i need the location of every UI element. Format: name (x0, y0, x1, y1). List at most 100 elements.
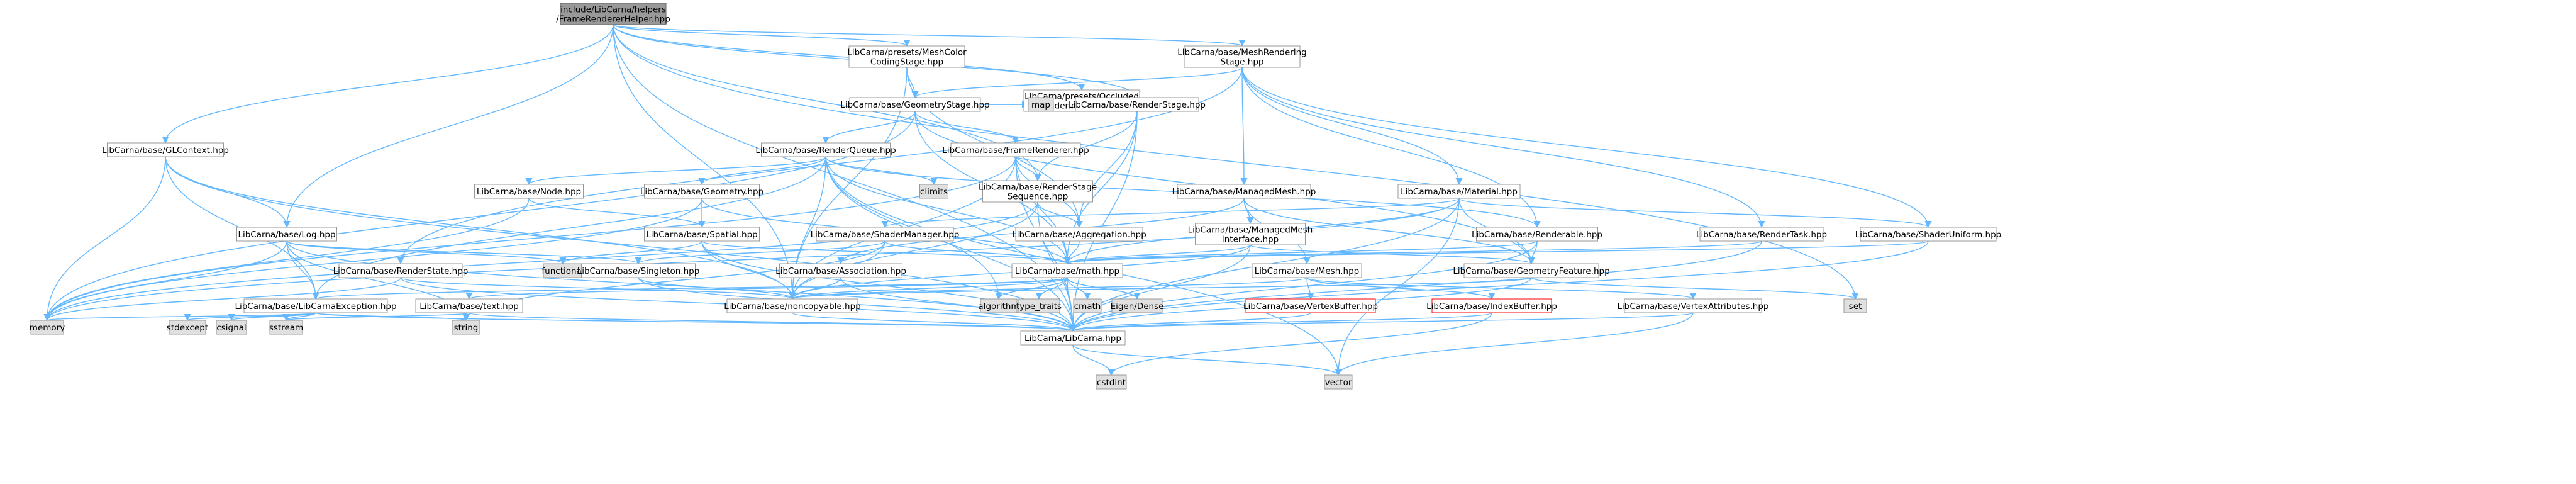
edge-vertexbuffer-to-libcarna (1069, 312, 1311, 332)
node-aggregation[interactable]: LibCarna/base/Aggregation.hpp (1012, 227, 1146, 242)
edge-renderstageseq-to-memory (43, 201, 1038, 322)
edge-vertexattributes-to-libcarna (1070, 312, 1694, 332)
node-geometryfeature[interactable]: LibCarna/base/GeometryFeature.hpp (1453, 263, 1610, 278)
edge-renderqueue-to-math (825, 156, 1071, 265)
node-shadermanager[interactable]: LibCarna/base/ShaderManager.hpp (811, 227, 960, 242)
edge-geometrystage-to-framerenderer (914, 111, 1019, 144)
node-renderqueue[interactable]: LibCarna/base/RenderQueue.hpp (755, 142, 896, 157)
node-box (338, 263, 463, 278)
node-box (474, 184, 584, 199)
node-label: LibCarna/base/Geometry.hpp (640, 187, 763, 197)
node-noncopyable[interactable]: LibCarna/base/noncopyable.hpp (724, 298, 861, 313)
node-presets-meshcolor[interactable]: LibCarna/presets/MeshColorCodingStage.hp… (847, 45, 967, 68)
node-libcarna[interactable]: LibCarna/LibCarna.hpp (1020, 330, 1126, 346)
node-lcexception[interactable]: LibCarna/base/LibCarnaException.hpp (235, 298, 397, 313)
node-label: LibCarna/base/Log.hpp (238, 230, 335, 240)
node-box (169, 320, 206, 335)
node-box (1195, 223, 1306, 245)
node-shaderuniform[interactable]: LibCarna/base/ShaderUniform.hpp (1855, 227, 2001, 242)
node-box (1699, 227, 1824, 242)
node-box (1096, 374, 1127, 390)
node-cstdint: cstdint (1096, 374, 1127, 390)
edge-math-to-noncopyable (789, 277, 1068, 300)
edge-log-to-lcexception (286, 240, 319, 300)
edge-renderstageseq-to-noncopyable (789, 201, 1038, 300)
node-label: Stage.hpp (1221, 57, 1264, 67)
node-label: CodingStage.hpp (870, 57, 943, 67)
node-box (849, 97, 981, 112)
node-box (1860, 227, 1997, 242)
edge-material-to-memory (43, 198, 1460, 322)
header-nodes: include/LibCarna/helpers/FrameRendererHe… (30, 3, 2001, 390)
node-label: vector (1325, 378, 1352, 388)
edge-text-to-sstream (282, 312, 470, 322)
node-label: LibCarna/base/RenderQueue.hpp (755, 145, 896, 155)
node-association[interactable]: LibCarna/base/Association.hpp (775, 263, 906, 278)
node-renderstage[interactable]: LibCarna/base/RenderStage.hpp (1069, 97, 1206, 112)
node-box (1624, 298, 1762, 313)
node-renderstate[interactable]: LibCarna/base/RenderState.hpp (333, 263, 469, 278)
node-text[interactable]: LibCarna/base/text.hpp (415, 298, 523, 313)
edge-renderqueue-to-node (525, 156, 826, 186)
node-node[interactable]: LibCarna/base/Node.hpp (474, 184, 584, 199)
node-spatial[interactable]: LibCarna/base/Spatial.hpp (644, 227, 760, 242)
node-box (644, 184, 760, 199)
edge-root-to-glcontext (162, 24, 614, 144)
node-label: climits (920, 187, 948, 197)
node-label: LibCarna/base/Singleton.hpp (577, 266, 700, 276)
node-label: csignal (216, 323, 246, 333)
node-indexbuffer[interactable]: LibCarna/base/IndexBuffer.hpp (1426, 298, 1557, 313)
edge-base-meshrendering-to-renderable (1241, 67, 1541, 228)
node-label: LibCarna/base/Aggregation.hpp (1012, 230, 1146, 240)
edge-framerenderer-to-math (1015, 156, 1071, 265)
node-box (1015, 227, 1143, 242)
node-glcontext[interactable]: LibCarna/base/GLContext.hpp (102, 142, 229, 157)
node-box (1324, 374, 1353, 390)
node-box (30, 320, 64, 335)
edge-root-to-presets-occluded (613, 24, 1085, 91)
node-label: LibCarna/base/IndexBuffer.hpp (1426, 301, 1557, 312)
node-singleton[interactable]: LibCarna/base/Singleton.hpp (577, 263, 700, 278)
node-label: LibCarna/presets/MeshColor (847, 48, 967, 58)
edge-mesh-to-vertexbuffer (1306, 277, 1314, 300)
edge-material-to-shaderuniform (1458, 198, 1932, 228)
node-box (1075, 97, 1199, 112)
node-box (1111, 298, 1163, 313)
node-rendertask[interactable]: LibCarna/base/RenderTask.hpp (1696, 227, 1827, 242)
node-label: LibCarna/base/VertexBuffer.hpp (1243, 301, 1378, 312)
edge-lcexception-to-memory (44, 312, 316, 322)
node-label: LibCarna/LibCarna.hpp (1024, 334, 1121, 344)
node-box (415, 298, 523, 313)
node-material[interactable]: LibCarna/base/Material.hpp (1397, 184, 1521, 199)
edge-renderable-to-math (1063, 240, 1538, 265)
node-geometry[interactable]: LibCarna/base/Geometry.hpp (640, 184, 763, 199)
node-box (243, 298, 388, 313)
node-cmath: cmath (1073, 298, 1102, 313)
node-box (644, 227, 760, 242)
edge-text-to-libcarna (469, 312, 1076, 332)
edge-node-to-memory (43, 198, 530, 322)
node-label: LibCarna/base/ManagedMesh (1188, 225, 1313, 235)
node-box (560, 3, 667, 25)
node-box (236, 227, 337, 242)
node-framerenderer[interactable]: LibCarna/base/FrameRenderer.hpp (942, 142, 1089, 157)
node-vertexbuffer[interactable]: LibCarna/base/VertexBuffer.hpp (1243, 298, 1378, 313)
node-geometrystage[interactable]: LibCarna/base/GeometryStage.hpp (840, 97, 990, 112)
node-label: /FrameRendererHelper.hpp (556, 14, 670, 25)
node-label: LibCarna/base/Mesh.hpp (1255, 266, 1360, 276)
node-managedmesh[interactable]: LibCarna/base/ManagedMesh.hpp (1172, 184, 1316, 199)
node-vertexattributes[interactable]: LibCarna/base/VertexAttributes.hpp (1618, 298, 1769, 313)
node-root[interactable]: include/LibCarna/helpers/FrameRendererHe… (556, 3, 670, 25)
node-label: LibCarna/base/text.hpp (419, 301, 519, 312)
node-math[interactable]: LibCarna/base/math.hpp (1011, 263, 1123, 278)
node-mesh[interactable]: LibCarna/base/Mesh.hpp (1252, 263, 1362, 278)
edge-shadermanager-to-singleton (635, 240, 886, 265)
node-renderable[interactable]: LibCarna/base/Renderable.hpp (1472, 227, 1602, 242)
node-label: cstdint (1097, 378, 1126, 388)
node-box (1463, 263, 1599, 278)
node-log[interactable]: LibCarna/base/Log.hpp (236, 227, 337, 242)
edge-log-to-memory (43, 240, 287, 322)
